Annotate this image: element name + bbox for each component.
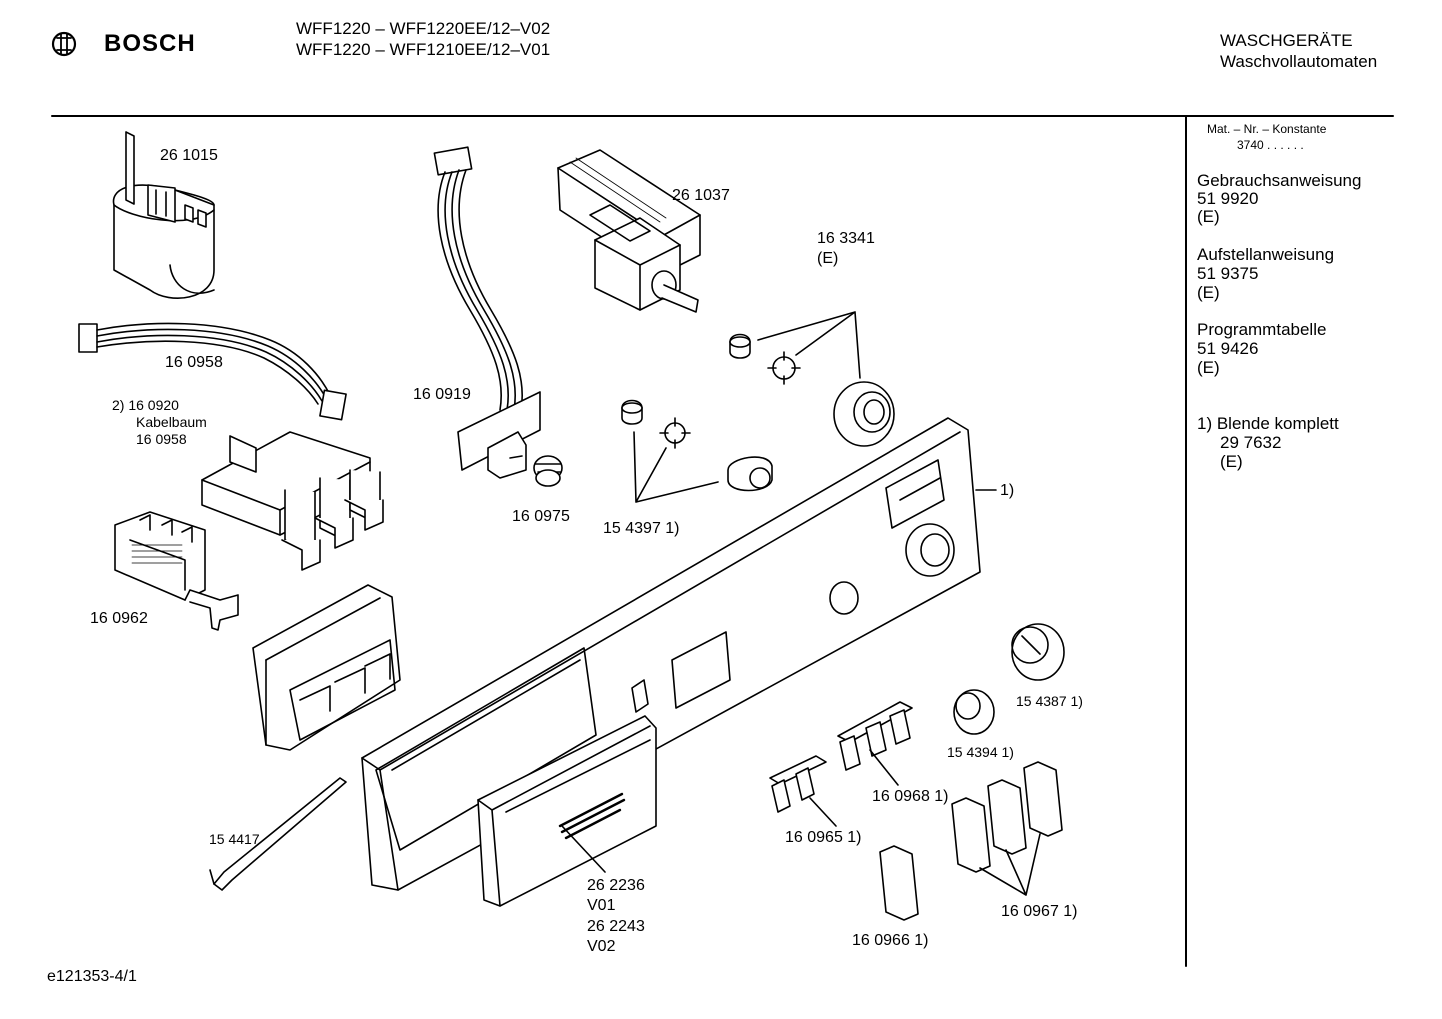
module-160962 bbox=[114, 511, 239, 631]
doc-lang-1: (E) bbox=[1197, 207, 1220, 226]
mat-value: 3740 . . . . . . bbox=[1237, 138, 1304, 152]
note-title: 1) Blende komplett bbox=[1197, 414, 1339, 433]
model-line-2: WFF1220 – WFF1210EE/12–V01 bbox=[296, 40, 551, 59]
note-lang: (E) bbox=[1220, 452, 1243, 471]
label-154417: 15 4417 bbox=[209, 831, 260, 847]
fascia-panel bbox=[361, 417, 997, 891]
rod-154417 bbox=[209, 777, 347, 891]
programmer-261037 bbox=[557, 149, 701, 313]
bosch-logo-icon bbox=[51, 31, 77, 57]
knob-160975 bbox=[533, 455, 563, 487]
label-163341-variant: (E) bbox=[817, 250, 839, 267]
label-154397: 15 4397 1) bbox=[603, 520, 680, 537]
doc-number-1: 51 9920 bbox=[1197, 189, 1259, 208]
doc-lang-3: (E) bbox=[1197, 358, 1220, 377]
label-262236: 26 2236 bbox=[587, 877, 645, 894]
mat-label: Mat. – Nr. – Konstante bbox=[1207, 122, 1327, 136]
label-154387: 15 4387 1) bbox=[1016, 693, 1083, 709]
model-line-1: WFF1220 – WFF1220EE/12–V02 bbox=[296, 19, 551, 38]
cable-160919 bbox=[433, 146, 541, 479]
parts-154397 bbox=[621, 399, 773, 503]
label-kabelbaum: Kabelbaum bbox=[136, 414, 207, 430]
label-v02: V02 bbox=[587, 938, 616, 955]
doc-title-3: Programmtabelle bbox=[1197, 320, 1327, 339]
label-262243: 26 2243 bbox=[587, 918, 645, 935]
label-160958-harness: 16 0958 bbox=[136, 431, 187, 447]
cable-160958 bbox=[78, 322, 347, 421]
suppressor-part bbox=[112, 131, 215, 299]
label-261037: 26 1037 bbox=[672, 187, 730, 204]
label-v01: V01 bbox=[587, 897, 616, 914]
parts-163341 bbox=[729, 311, 895, 447]
label-160965: 16 0965 1) bbox=[785, 829, 862, 846]
drawing-code: e121353-4/1 bbox=[47, 968, 137, 985]
label-160962: 16 0962 bbox=[90, 610, 148, 627]
label-160968: 16 0968 1) bbox=[872, 788, 949, 805]
category-line-1: WASCHGERÄTE bbox=[1220, 31, 1353, 50]
doc-number-2: 51 9375 bbox=[1197, 264, 1259, 283]
label-160920: 2) 16 0920 bbox=[112, 397, 179, 413]
label-160967: 16 0967 1) bbox=[1001, 903, 1078, 920]
buttons-160968 bbox=[837, 701, 913, 786]
knob-154387 bbox=[1011, 623, 1065, 681]
knob-154394 bbox=[953, 689, 995, 735]
doc-number-3: 51 9426 bbox=[1197, 339, 1259, 358]
switch-block-160920 bbox=[201, 431, 384, 571]
doc-title-2: Aufstellanweisung bbox=[1197, 245, 1335, 264]
button-carrier bbox=[252, 584, 401, 751]
label-160919: 16 0919 bbox=[413, 386, 471, 403]
doc-lang-2: (E) bbox=[1197, 283, 1220, 302]
buttons-160965 bbox=[769, 755, 837, 827]
label-154394: 15 4394 1) bbox=[947, 744, 1014, 760]
label-160958-cable: 16 0958 bbox=[165, 354, 223, 371]
doc-title-1: Gebrauchsanweisung bbox=[1197, 171, 1362, 190]
label-160975: 16 0975 bbox=[512, 508, 570, 525]
label-261015: 26 1015 bbox=[160, 147, 218, 164]
note-number: 29 7632 bbox=[1220, 433, 1282, 452]
category-line-2: Waschvollautomaten bbox=[1220, 52, 1378, 71]
brand-name: BOSCH bbox=[104, 30, 196, 57]
label-163341: 16 3341 bbox=[817, 230, 875, 247]
drawer-handle-262236 bbox=[477, 715, 657, 907]
buttons-160967 bbox=[951, 761, 1063, 896]
label-160966: 16 0966 1) bbox=[852, 932, 929, 949]
button-160966 bbox=[879, 845, 919, 921]
label-blende: 1) bbox=[1000, 482, 1015, 499]
